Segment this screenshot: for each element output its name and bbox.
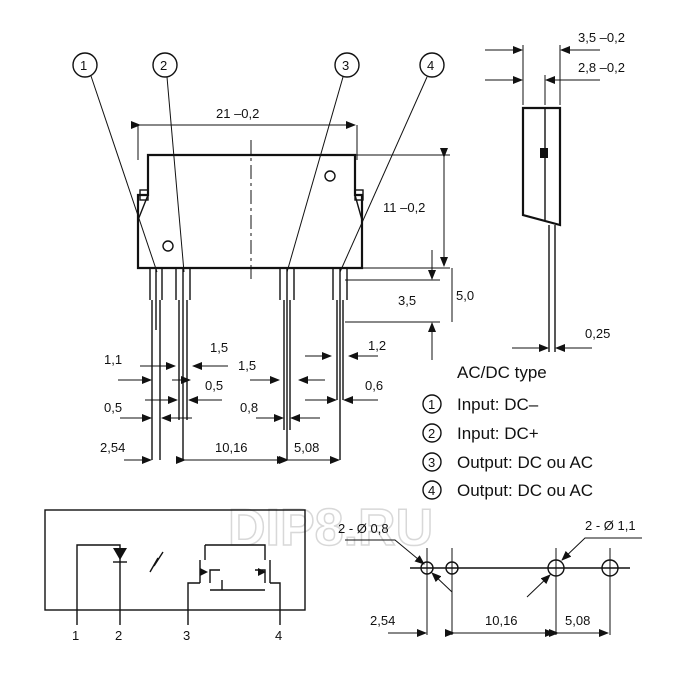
- hole-small-label: 2 - Ø 0,8: [338, 521, 389, 536]
- dim-lead-3-5: 3,5: [398, 293, 416, 308]
- dim-lead-5-0: 5,0: [456, 288, 474, 303]
- dim-lead-thickness: 0,25: [585, 326, 610, 341]
- dim-1-1: 1,1: [104, 352, 122, 367]
- footprint-pitch-5-08: 5,08: [565, 613, 590, 628]
- package-front-view: [136, 140, 364, 460]
- legend-item-4: Output: DC ou AC: [457, 481, 593, 500]
- pin-callout-3: 3: [342, 58, 349, 73]
- legend-num-2: 2: [428, 426, 435, 441]
- dim-1-5-a: 1,5: [210, 340, 228, 355]
- dim-thickness-total: 3,5 –0,2: [578, 30, 625, 45]
- legend-num-3: 3: [428, 455, 435, 470]
- dim-1-5-b: 1,5: [238, 358, 256, 373]
- watermark: DIP8.RU: [228, 499, 433, 557]
- lead-dimensions: 1,5 1,1 0,5 0,5 1,5 0,8 1,2 0,6 2,54 10,…: [100, 338, 386, 464]
- legend-item-3: Output: DC ou AC: [457, 453, 593, 472]
- schematic-pin-2: 2: [115, 628, 122, 643]
- hole-large-label: 2 - Ø 1,1: [585, 518, 636, 533]
- pin-legend: AC/DC type 1 Input: DC– 2 Input: DC+ 3 O…: [422, 363, 593, 500]
- legend-title: AC/DC type: [457, 363, 547, 382]
- pin-callout-4: 4: [427, 58, 434, 73]
- dim-0-5-b: 0,5: [205, 378, 223, 393]
- pin-callouts: 1 2 3 4: [72, 52, 445, 273]
- pin-callout-1: 1: [80, 58, 87, 73]
- footprint-pitch-2-54: 2,54: [370, 613, 395, 628]
- schematic-pin-3: 3: [183, 628, 190, 643]
- dim-pitch-10-16: 10,16: [215, 440, 248, 455]
- dim-0-5-a: 0,5: [104, 400, 122, 415]
- legend-item-1: Input: DC–: [457, 395, 539, 414]
- light-arrow-icon: [149, 551, 164, 573]
- dim-1-2: 1,2: [368, 338, 386, 353]
- pcb-footprint: 2 - Ø 0,8 2 - Ø 1,1 2,54 10,16 5,08: [338, 518, 642, 637]
- dim-pitch-5-08: 5,08: [294, 440, 319, 455]
- dim-pitch-2-54: 2,54: [100, 440, 125, 455]
- legend-item-2: Input: DC+: [457, 424, 539, 443]
- dim-0-6: 0,6: [365, 378, 383, 393]
- schematic-pin-4: 4: [275, 628, 282, 643]
- footprint-pitch-10-16: 10,16: [485, 613, 518, 628]
- dim-0-8: 0,8: [240, 400, 258, 415]
- dim-height: 11 –0,2: [383, 200, 425, 215]
- dim-thickness-body: 2,8 –0,2: [578, 60, 625, 75]
- pin-callout-2: 2: [160, 58, 167, 73]
- legend-num-1: 1: [428, 397, 435, 412]
- dim-width: 21 –0,2: [216, 106, 259, 121]
- legend-num-4: 4: [428, 483, 435, 498]
- schematic-pin-1: 1: [72, 628, 79, 643]
- internal-schematic: 1 2 3 4: [44, 509, 306, 643]
- package-side-view: [521, 106, 562, 352]
